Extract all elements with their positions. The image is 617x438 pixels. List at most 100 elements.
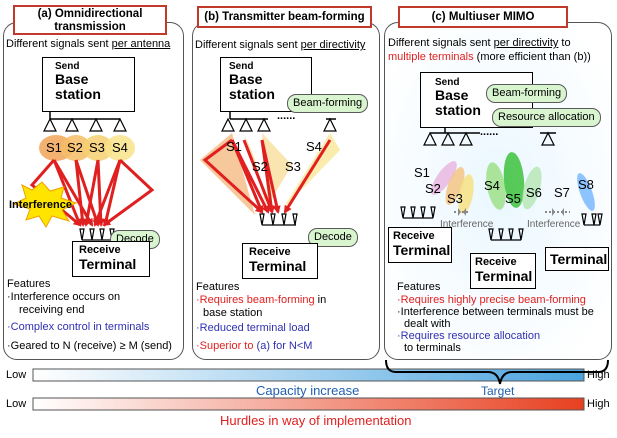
panel-a-signal-s2: S2 bbox=[67, 140, 83, 155]
panel-a-signal-s1: S1 bbox=[46, 140, 62, 155]
panel-a-station-line1: Base bbox=[55, 71, 89, 87]
capacity-high-label: High bbox=[587, 369, 610, 381]
signal-blob-s4 bbox=[105, 135, 135, 161]
panel-c-subtitle-suffix: to bbox=[558, 37, 571, 49]
panel-b-feature-1-rest: in bbox=[314, 294, 327, 306]
panel-c-terminal-2: Receive Terminal bbox=[470, 253, 536, 289]
panel-c-signal-s6: S6 bbox=[526, 185, 542, 200]
panel-c-title: (c) Multiuser MIMO bbox=[398, 6, 568, 28]
panel-b-feature-3: ·Superior to (a) for N<M bbox=[196, 340, 312, 353]
panel-b-feature-1: ·Requires beam-forming in bbox=[196, 294, 326, 307]
panel-b-features-title: Features bbox=[196, 281, 240, 293]
panel-b-title: (b) Transmitter beam-forming bbox=[197, 6, 372, 28]
panel-b-subtitle-underlined: per directivity bbox=[300, 39, 366, 51]
panel-a-features-title: Features bbox=[7, 278, 51, 290]
panel-c-terminal-3: Terminal bbox=[545, 247, 609, 271]
panel-c-graphics bbox=[400, 127, 603, 241]
panel-a-title: (a) Omnidirectional transmission bbox=[13, 5, 167, 35]
hurdles-bar bbox=[32, 397, 585, 411]
panel-a-title-line2: transmission bbox=[54, 21, 126, 33]
panel-b-graphics bbox=[200, 111, 340, 226]
beam-c-s4 bbox=[486, 162, 506, 210]
panel-b-feature-1-line2: base station bbox=[203, 307, 263, 319]
panel-c-beamforming-bubble: Beam-forming bbox=[486, 84, 568, 103]
panel-c-signal-s5: S5 bbox=[505, 191, 521, 206]
signal-blob-s3 bbox=[83, 135, 113, 161]
signal-blob-s2 bbox=[61, 135, 91, 161]
panel-c-interference-2: Interference bbox=[527, 219, 581, 230]
panel-a-signal-s4: S4 bbox=[112, 140, 128, 155]
panel-c-resource-bubble: Resource allocation bbox=[492, 108, 601, 127]
panel-c-subtitle-prefix: Different signals sent bbox=[388, 37, 494, 49]
panel-b-signal-s4: S4 bbox=[306, 139, 322, 154]
panel-c-interference-1: Interference bbox=[440, 219, 494, 230]
panel-c-feature-2-line1: ·Interference between terminals must be bbox=[397, 306, 594, 318]
panel-b-signal-s1: S1 bbox=[226, 139, 242, 154]
panel-b-feature-1-red: ·Requires beam-forming bbox=[196, 294, 315, 306]
panel-b-feature-3-red: ·Superior to bbox=[196, 340, 254, 352]
panel-b-subtitle: Different signals sent per directivity bbox=[195, 39, 365, 52]
panel-a-feature-1-line1: ·Interference occurs on bbox=[7, 291, 121, 303]
panel-a-subtitle-prefix: Different signals sent bbox=[6, 38, 112, 50]
panel-c-subtitle2-red: multiple terminals bbox=[388, 51, 474, 63]
panel-c-antennas bbox=[423, 131, 555, 146]
panel-a-graphics bbox=[12, 111, 155, 241]
beam-c-s3 bbox=[458, 174, 474, 214]
panel-c-terminal-2-label: Terminal bbox=[475, 268, 533, 284]
panel-a-send-label: Send bbox=[55, 61, 80, 72]
panel-c-dots: ...... bbox=[480, 126, 499, 138]
panel-c-signal-s2: S2 bbox=[425, 181, 441, 196]
panel-b-signal-s3: S3 bbox=[285, 159, 301, 174]
beam-c-s8 bbox=[577, 173, 595, 211]
panel-c-features-title: Features bbox=[397, 281, 441, 293]
panel-c-signal-s7: S7 bbox=[554, 185, 570, 200]
panel-a-feature-3: ·Geared to N (receive) ≥ M (send) bbox=[7, 340, 172, 352]
hurdles-low-label: Low bbox=[6, 398, 27, 410]
panel-a-subtitle: Different signals sent per antenna bbox=[6, 38, 170, 51]
capacity-low-label: Low bbox=[6, 369, 27, 381]
panel-b-station-line1: Base bbox=[229, 71, 263, 87]
panel-c-signal-s8: S8 bbox=[578, 177, 594, 192]
panel-c-signal-s1: S1 bbox=[414, 165, 430, 180]
panel-c-station-line2: station bbox=[435, 102, 481, 118]
panel-a-terminal: Receive Terminal bbox=[72, 241, 150, 277]
panel-b-base-station: Send Base station bbox=[220, 57, 312, 112]
beam-c-s5 bbox=[503, 152, 525, 208]
panel-c-send-label: Send bbox=[435, 77, 460, 88]
panel-c-terminal-3-label: Terminal bbox=[550, 251, 608, 267]
target-bracket bbox=[385, 359, 609, 385]
panel-c-subtitle: Different signals sent per directivity t… bbox=[388, 37, 571, 50]
panel-b-dots: ...... bbox=[277, 110, 296, 122]
panel-c-terminal-2-receive: Receive bbox=[475, 256, 517, 268]
panel-a-feature-1-line2: receiving end bbox=[19, 304, 85, 316]
interference-burst bbox=[12, 181, 78, 228]
panel-a-arrows bbox=[29, 158, 155, 227]
panel-c-feature-3-line1: ·Requires resource allocation bbox=[397, 330, 541, 342]
panel-c-subtitle-underlined: per directivity bbox=[493, 37, 559, 49]
panel-b-station-line2: station bbox=[229, 86, 275, 102]
panel-c-feature-2-line2: dealt with bbox=[404, 318, 451, 330]
panel-a-signal-s3: S3 bbox=[89, 140, 105, 155]
panel-a-base-station: Send Base station bbox=[42, 57, 135, 112]
panel-c-receive-label: Receive bbox=[393, 230, 435, 242]
panel-c-terminal-antennas bbox=[400, 206, 603, 241]
capacity-caption: Capacity increase bbox=[256, 383, 360, 398]
panel-b-terminal-antennas bbox=[259, 213, 298, 226]
panel-c-signal-s4: S4 bbox=[484, 178, 500, 193]
panel-c-feature-1: ·Requires highly precise beam-forming bbox=[397, 294, 586, 306]
panel-a-title-line1: (a) Omnidirectional bbox=[37, 8, 143, 20]
panel-b-decode-bubble: Decode bbox=[308, 228, 358, 247]
panel-a-antennas bbox=[43, 117, 127, 132]
interference-marks bbox=[458, 208, 564, 216]
panel-a-feature-2: ·Complex control in terminals bbox=[7, 321, 150, 333]
target-label: Target bbox=[481, 384, 515, 398]
panel-a-receive-label: Receive bbox=[79, 244, 121, 256]
panel-c-signal-s3: S3 bbox=[447, 191, 463, 206]
panel-b-beamforming-bubble: Beam-forming bbox=[287, 94, 369, 113]
hurdles-caption: Hurdles in way of implementation bbox=[220, 413, 412, 428]
panel-a-subtitle-underlined: per antenna bbox=[111, 38, 171, 50]
panel-c-subtitle2-rest: (more efficient than (b)) bbox=[473, 51, 591, 63]
panel-b-terminal: Receive Terminal bbox=[242, 243, 318, 279]
panel-b-subtitle-prefix: Different signals sent bbox=[195, 39, 301, 51]
panel-a-terminal-label: Terminal bbox=[79, 256, 137, 272]
